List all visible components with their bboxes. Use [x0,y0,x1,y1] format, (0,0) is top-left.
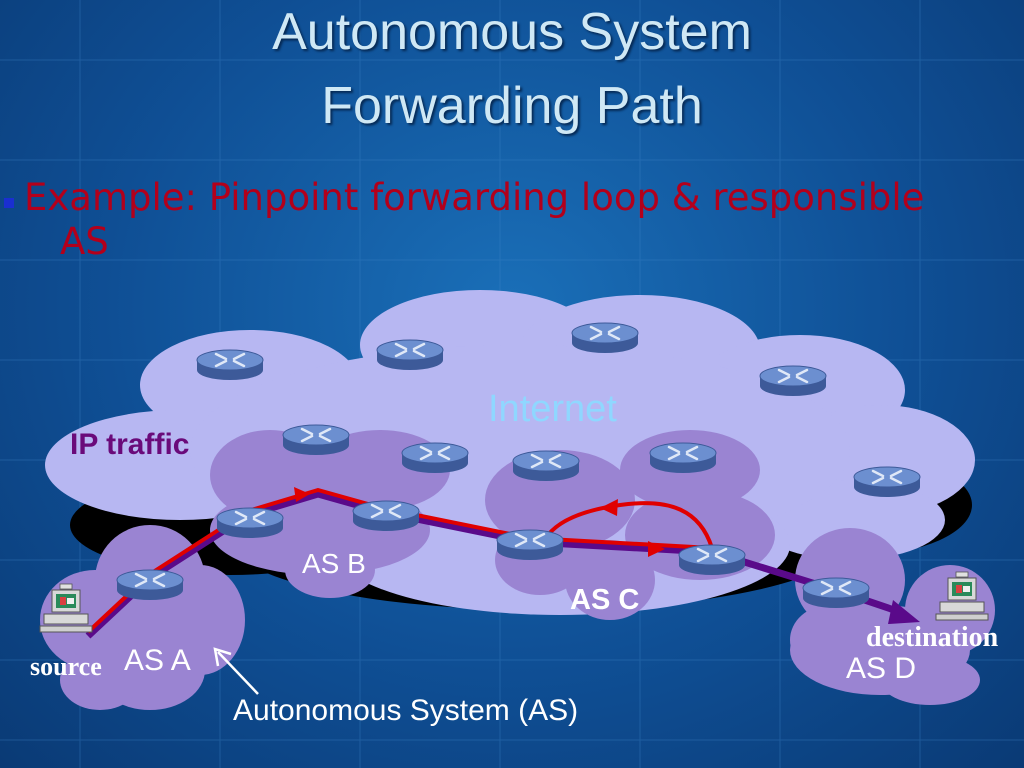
callout-arrow [213,647,259,695]
slide-title-line-2: Forwarding Path [321,77,703,135]
router-icon [351,499,421,533]
router-icon [648,441,718,475]
destination-label: destination [866,622,999,653]
router-icon [511,449,581,483]
internet-label: Internet [488,388,617,430]
as-c-label: AS C [570,584,640,616]
router-icon [215,506,285,540]
destination-arrowhead [888,600,920,624]
example-line-2: AS [60,220,109,263]
router-icon [400,441,470,475]
router-icon [677,543,747,577]
ip-traffic-label: IP traffic [70,428,190,461]
example-line-1: Example: Pinpoint forwarding loop & resp… [24,176,925,219]
router-icon [375,338,445,372]
loop-arrow-forward [648,541,665,557]
router-icon [195,348,265,382]
source-label: source [30,652,102,681]
traffic-arrow [294,487,310,502]
router-icon [281,423,351,457]
as-a-label: AS A [124,644,191,677]
autonomous-system-callout: Autonomous System (AS) [233,694,579,727]
router-icon [495,528,565,562]
example-text: Example: Pinpoint forwarding loop & resp… [24,176,1014,264]
router-icon [115,568,185,602]
bullet-icon [4,198,14,208]
router-icon [758,364,828,398]
as-d-label: AS D [846,652,917,685]
loop-arrow-back [600,499,618,516]
router-icon [801,576,871,610]
router-icon [852,465,922,499]
slide-title-line-1: Autonomous System [272,3,752,61]
router-icon [570,321,640,355]
as-b-label: AS B [302,548,366,579]
